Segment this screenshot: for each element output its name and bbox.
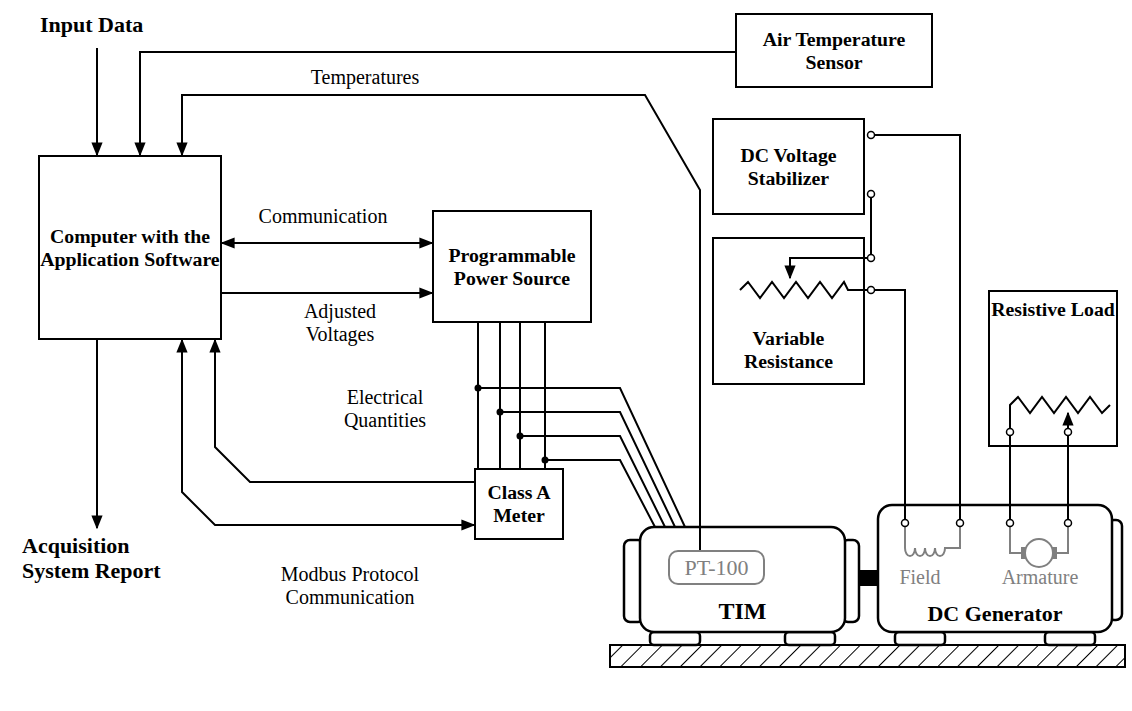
connector bbox=[182, 340, 474, 525]
junction-dot bbox=[517, 433, 524, 440]
edge-label: Communication bbox=[248, 205, 398, 228]
edge-label: Temperatures bbox=[290, 66, 440, 89]
connector bbox=[222, 242, 432, 244]
edge-label: Modbus Protocol Communication bbox=[250, 563, 450, 609]
sensor-box: Air Temperature Sensor bbox=[735, 13, 933, 88]
connector bbox=[140, 52, 735, 155]
node-text: Computer with the Application Software bbox=[40, 225, 220, 271]
node-text: Class A Meter bbox=[476, 481, 562, 527]
node-text: Variable Resistance bbox=[714, 327, 863, 373]
motor-node: TIM PT-100 bbox=[640, 527, 845, 632]
junction-dot bbox=[497, 409, 504, 416]
field-coil bbox=[905, 527, 960, 557]
sensor-tag: PT-100 bbox=[668, 550, 765, 585]
armature-symbol bbox=[1025, 539, 1053, 567]
armature-label: Armature bbox=[994, 566, 1086, 589]
report-label: Acquisition System Report bbox=[22, 533, 194, 584]
edge-label: Adjusted Voltages bbox=[280, 300, 400, 346]
computer-box: Computer with the Application Software bbox=[38, 155, 222, 340]
resistance-box: Variable Resistance bbox=[712, 237, 865, 385]
node-text: TIM bbox=[719, 598, 767, 626]
ground-base bbox=[610, 645, 1125, 667]
connector bbox=[875, 135, 961, 520]
connector bbox=[222, 292, 432, 294]
connector bbox=[875, 290, 906, 520]
motor-body bbox=[624, 527, 859, 645]
generator-body bbox=[878, 505, 1122, 645]
edge-label: Electrical Quantities bbox=[325, 386, 445, 432]
terminal bbox=[902, 520, 909, 527]
resistor-symbol bbox=[1010, 397, 1110, 429]
power-source-box: Programmable Power Source bbox=[432, 210, 592, 323]
connector bbox=[215, 340, 474, 482]
meter-box: Class A Meter bbox=[474, 468, 564, 540]
terminal bbox=[1065, 520, 1072, 527]
input-label: Input Data bbox=[40, 12, 180, 37]
load-box: Resistive Load bbox=[988, 290, 1118, 447]
node-text: Resistive Load bbox=[991, 298, 1115, 321]
terminal bbox=[1007, 520, 1014, 527]
terminal bbox=[1065, 429, 1072, 436]
connector bbox=[478, 323, 545, 468]
junction-dot bbox=[542, 457, 549, 464]
wiper-lead bbox=[790, 258, 868, 278]
terminal bbox=[1007, 429, 1014, 436]
brush bbox=[1021, 547, 1026, 559]
connector bbox=[1010, 436, 1068, 520]
junction-dot bbox=[475, 385, 482, 392]
brush bbox=[1052, 547, 1057, 559]
terminal bbox=[868, 132, 875, 139]
terminal bbox=[868, 255, 875, 262]
report-arrow bbox=[96, 340, 98, 528]
connector bbox=[870, 198, 872, 255]
shaft-coupling bbox=[858, 570, 880, 586]
resistor-symbol bbox=[740, 282, 868, 298]
node-text: Programmable Power Source bbox=[434, 244, 590, 290]
node-text: Air Temperature Sensor bbox=[737, 28, 931, 74]
terminal bbox=[868, 287, 875, 294]
connector bbox=[182, 95, 700, 550]
terminal bbox=[868, 191, 875, 198]
node-text: PT-100 bbox=[685, 555, 749, 580]
node-text: DC Generator bbox=[927, 601, 1062, 626]
terminal bbox=[957, 520, 964, 527]
stabilizer-box: DC Voltage Stabilizer bbox=[712, 118, 865, 215]
input-arrow bbox=[96, 48, 98, 155]
field-label: Field bbox=[890, 566, 950, 589]
wiper-lead bbox=[1067, 413, 1069, 429]
node-text: DC Voltage Stabilizer bbox=[714, 144, 863, 190]
